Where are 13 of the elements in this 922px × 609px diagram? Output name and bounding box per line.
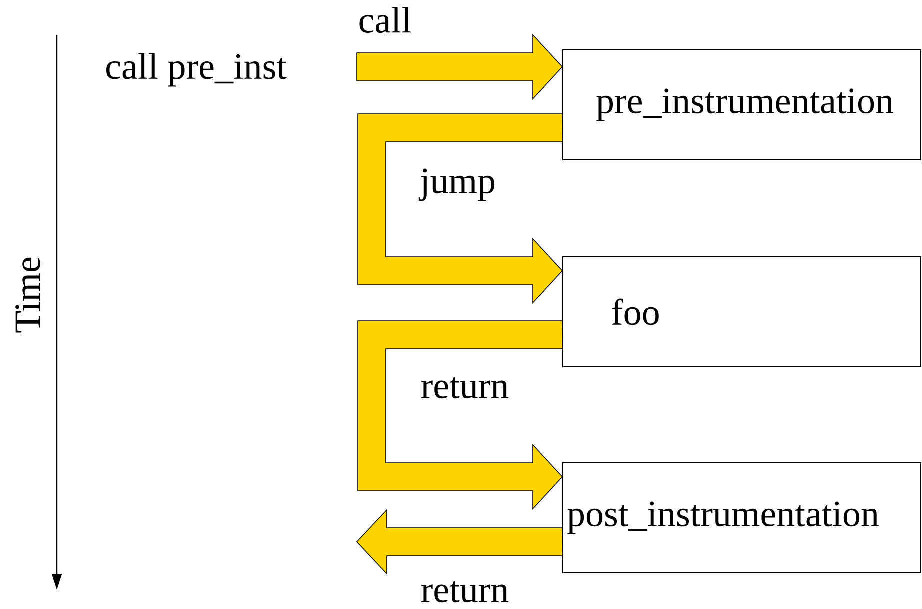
process-box: pre_instrumentation [562, 50, 922, 160]
process-box: foo [562, 256, 922, 368]
block-arrow [356, 34, 564, 100]
block-arrow [358, 320, 564, 510]
block-arrow [358, 114, 564, 304]
edge-label: return [422, 581, 509, 603]
text-label: Time [16, 258, 40, 333]
block-arrow [356, 508, 564, 575]
process-box: post_instrumentation [562, 462, 922, 574]
text-label: call pre_inst [106, 53, 287, 87]
edge-label: call [360, 6, 411, 33]
edge-label: return [422, 377, 509, 399]
edge-label: jump [418, 168, 495, 202]
